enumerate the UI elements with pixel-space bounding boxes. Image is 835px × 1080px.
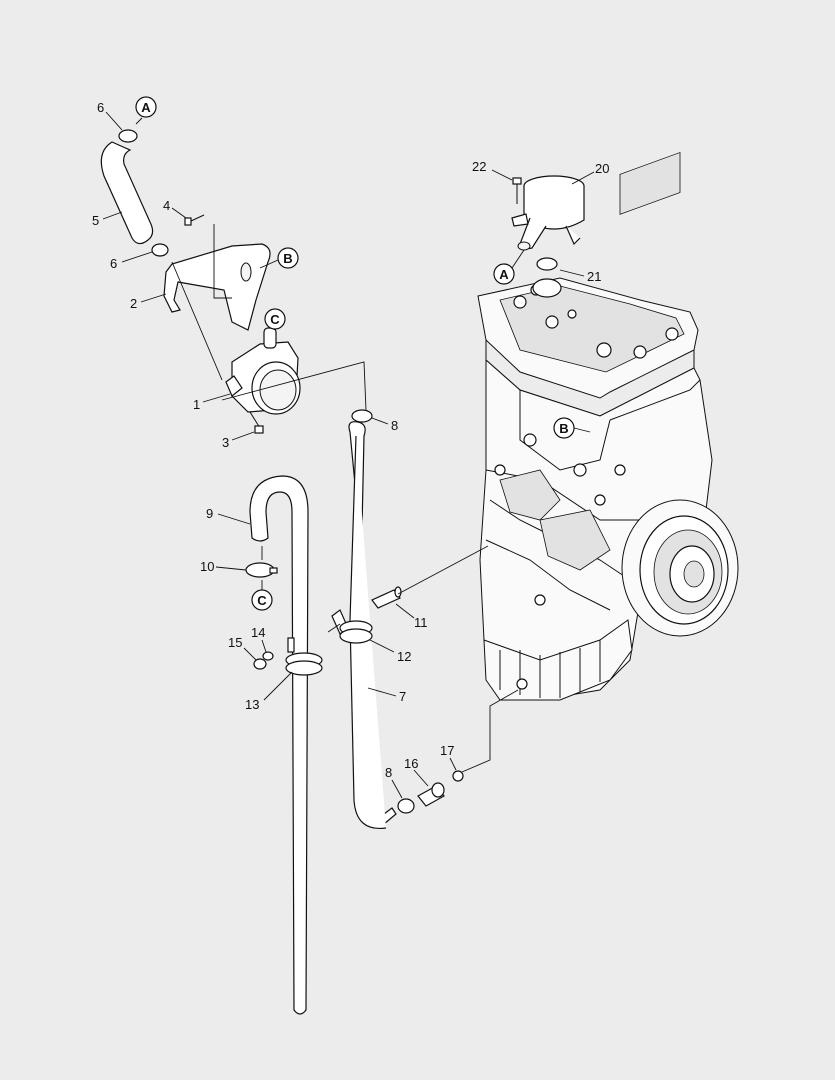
clamp-8-top xyxy=(351,409,373,423)
svg-text:13: 13 xyxy=(245,697,259,712)
svg-text:22: 22 xyxy=(472,159,486,174)
callout-b-right: B xyxy=(259,247,299,269)
part-label-15: 15 xyxy=(228,635,257,661)
part-label-6-top: 6 xyxy=(97,100,123,131)
svg-text:21: 21 xyxy=(587,269,601,284)
callout-a-engine: A xyxy=(493,249,525,285)
part-label-16: 16 xyxy=(404,756,429,787)
part-label-3: 3 xyxy=(222,431,255,450)
pump-1 xyxy=(225,327,301,415)
svg-text:15: 15 xyxy=(228,635,242,650)
part-label-11: 11 xyxy=(395,603,428,630)
hose-9-tube-13 xyxy=(249,475,309,1015)
part-label-1: 1 xyxy=(193,393,231,412)
clamp-10 xyxy=(245,562,278,578)
callout-c-top: C xyxy=(264,308,286,330)
part-label-22: 22 xyxy=(472,159,513,181)
bracket-2 xyxy=(163,243,271,331)
svg-text:B: B xyxy=(559,421,568,436)
hose-5 xyxy=(100,141,154,245)
fitting-11 xyxy=(371,586,402,609)
part-label-13: 13 xyxy=(245,671,293,712)
part-label-8-top: 8 xyxy=(371,417,398,433)
svg-text:B: B xyxy=(283,251,292,266)
svg-text:C: C xyxy=(270,312,280,327)
svg-text:20: 20 xyxy=(595,161,609,176)
engine-block xyxy=(477,151,739,701)
clamp-12 xyxy=(331,609,373,644)
part-label-8-lower: 8 xyxy=(385,765,403,799)
part-label-17: 17 xyxy=(440,743,457,771)
clamp-13 xyxy=(285,637,323,676)
svg-text:A: A xyxy=(499,267,509,282)
svg-text:9: 9 xyxy=(206,506,213,521)
svg-text:3: 3 xyxy=(222,435,229,450)
svg-text:8: 8 xyxy=(391,418,398,433)
svg-text:5: 5 xyxy=(92,213,99,228)
part-label-20: 20 xyxy=(571,161,609,185)
callout-c-bottom: C xyxy=(251,589,273,611)
part-label-21: 21 xyxy=(559,269,601,284)
svg-text:C: C xyxy=(257,593,267,608)
callout-b-engine: B xyxy=(553,417,591,439)
svg-text:11: 11 xyxy=(414,615,428,630)
part-label-12: 12 xyxy=(369,639,411,664)
part-label-9: 9 xyxy=(206,506,251,525)
fitting-16 xyxy=(417,782,445,807)
svg-text:14: 14 xyxy=(251,625,265,640)
breather-assembly xyxy=(511,175,585,298)
part-label-14: 14 xyxy=(251,625,267,653)
svg-text:16: 16 xyxy=(404,756,418,771)
svg-text:A: A xyxy=(141,100,151,115)
part-label-10: 10 xyxy=(200,559,247,574)
svg-text:12: 12 xyxy=(397,649,411,664)
svg-text:4: 4 xyxy=(163,198,170,213)
bolt-4 xyxy=(184,214,205,226)
svg-text:8: 8 xyxy=(385,765,392,780)
svg-text:6: 6 xyxy=(97,100,104,115)
svg-text:1: 1 xyxy=(193,397,200,412)
clamp-6-lower xyxy=(151,243,169,257)
part-label-7: 7 xyxy=(367,687,406,704)
svg-text:2: 2 xyxy=(130,296,137,311)
svg-text:7: 7 xyxy=(399,689,406,704)
o-ring-17 xyxy=(452,770,464,782)
bolt-3 xyxy=(249,411,264,434)
clamp-6-top xyxy=(118,129,138,143)
svg-text:17: 17 xyxy=(440,743,454,758)
assembly-lines xyxy=(135,117,519,773)
part-label-5: 5 xyxy=(92,211,123,228)
part-label-2: 2 xyxy=(130,293,167,311)
callout-a-top: A xyxy=(135,96,157,118)
svg-text:6: 6 xyxy=(110,256,117,271)
nut-15 xyxy=(253,658,267,670)
washer-14 xyxy=(262,651,274,661)
svg-text:10: 10 xyxy=(200,559,214,574)
clamp-8-lower xyxy=(397,798,415,814)
part-label-4: 4 xyxy=(163,198,187,219)
part-label-6-lower: 6 xyxy=(110,251,153,271)
